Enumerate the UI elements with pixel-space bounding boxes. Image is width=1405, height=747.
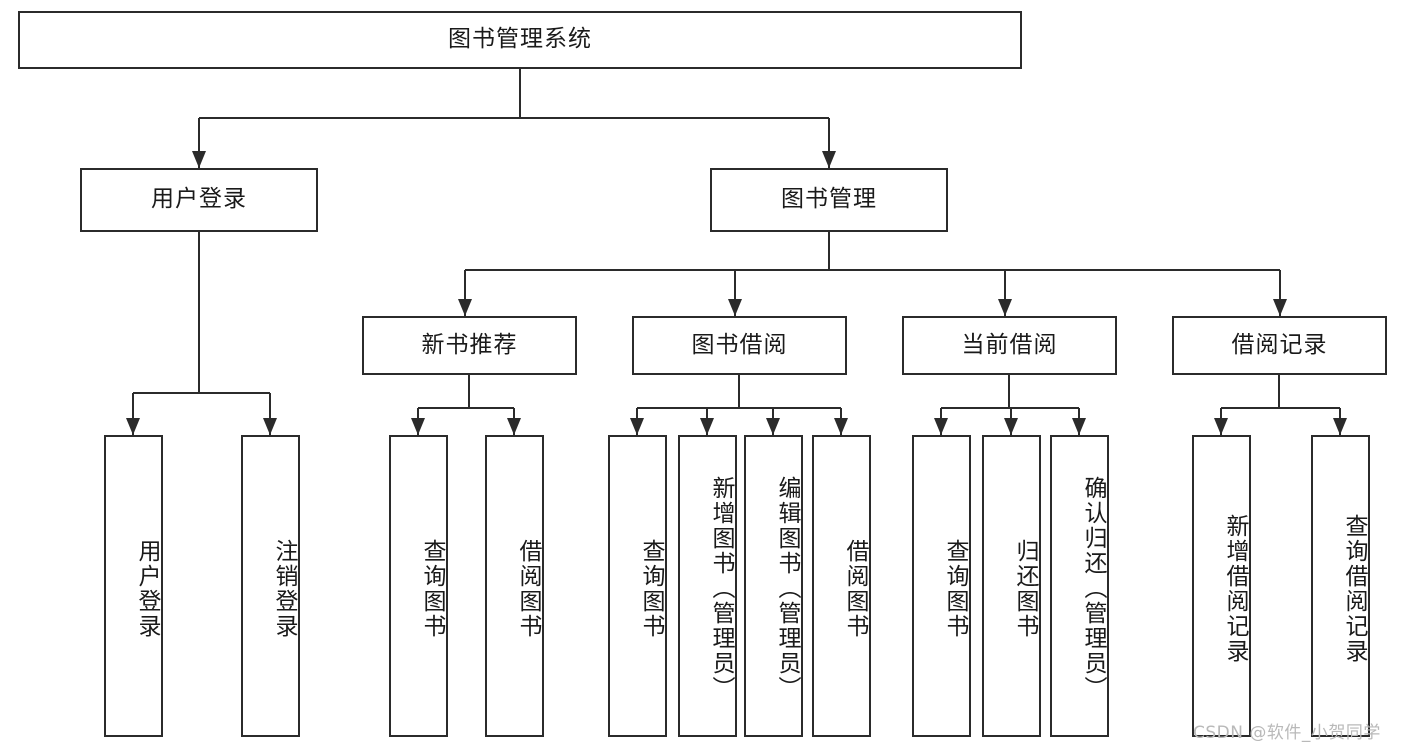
node-leaf-user-login-label: 用户登录 bbox=[134, 539, 160, 639]
node-leaf-query-book-current-label: 查询图书 bbox=[942, 539, 968, 639]
node-leaf-query-borrow-record-label: 查询借阅记录 bbox=[1341, 514, 1367, 664]
node-new-book-recommendation[interactable]: 新书推荐 bbox=[362, 316, 577, 375]
node-leaf-query-book-newbook-label: 查询图书 bbox=[419, 539, 445, 639]
node-borrow-record[interactable]: 借阅记录 bbox=[1172, 316, 1387, 375]
node-current-borrow[interactable]: 当前借阅 bbox=[902, 316, 1117, 375]
node-leaf-borrow-book-newbook[interactable]: 借阅图书 bbox=[485, 435, 544, 737]
node-leaf-query-book-borrow-label: 查询图书 bbox=[638, 539, 664, 639]
node-leaf-return-book[interactable]: 归还图书 bbox=[982, 435, 1041, 737]
node-user-login-label: 用户登录 bbox=[151, 186, 247, 213]
node-leaf-query-book-current[interactable]: 查询图书 bbox=[912, 435, 971, 737]
node-leaf-user-logout-label: 注销登录 bbox=[271, 539, 297, 639]
node-leaf-user-login[interactable]: 用户登录 bbox=[104, 435, 163, 737]
node-root[interactable]: 图书管理系统 bbox=[18, 11, 1022, 69]
node-book-management-label: 图书管理 bbox=[781, 186, 877, 213]
node-leaf-edit-book-admin[interactable]: 编辑图书（管理员） bbox=[744, 435, 803, 737]
node-current-borrow-label: 当前借阅 bbox=[961, 331, 1058, 358]
node-leaf-add-borrow-record-label: 新增借阅记录 bbox=[1222, 514, 1248, 664]
node-book-management[interactable]: 图书管理 bbox=[710, 168, 948, 232]
node-leaf-confirm-return-admin[interactable]: 确认归还（管理员） bbox=[1050, 435, 1109, 737]
csdn-watermark: CSDN @软件_小贺同学 bbox=[1193, 723, 1381, 743]
node-borrow-record-label: 借阅记录 bbox=[1231, 331, 1328, 358]
node-leaf-borrow-book-borrow-label: 借阅图书 bbox=[842, 539, 868, 639]
node-user-login[interactable]: 用户登录 bbox=[80, 168, 318, 232]
node-leaf-user-logout[interactable]: 注销登录 bbox=[241, 435, 300, 737]
node-leaf-borrow-book-newbook-label: 借阅图书 bbox=[515, 539, 541, 639]
node-leaf-query-borrow-record[interactable]: 查询借阅记录 bbox=[1311, 435, 1370, 737]
node-root-label: 图书管理系统 bbox=[448, 26, 592, 53]
node-leaf-return-book-label: 归还图书 bbox=[1012, 539, 1038, 639]
node-leaf-add-book-admin-label: 新增图书（管理员） bbox=[708, 475, 734, 701]
node-leaf-confirm-return-admin-label: 确认归还（管理员） bbox=[1080, 475, 1106, 701]
node-leaf-query-book-newbook[interactable]: 查询图书 bbox=[389, 435, 448, 737]
node-book-borrow-label: 图书借阅 bbox=[691, 331, 788, 358]
node-leaf-edit-book-admin-label: 编辑图书（管理员） bbox=[774, 475, 800, 701]
node-new-book-recommendation-label: 新书推荐 bbox=[421, 331, 518, 358]
node-book-borrow[interactable]: 图书借阅 bbox=[632, 316, 847, 375]
node-leaf-add-book-admin[interactable]: 新增图书（管理员） bbox=[678, 435, 737, 737]
node-leaf-borrow-book-borrow[interactable]: 借阅图书 bbox=[812, 435, 871, 737]
node-leaf-add-borrow-record[interactable]: 新增借阅记录 bbox=[1192, 435, 1251, 737]
node-leaf-query-book-borrow[interactable]: 查询图书 bbox=[608, 435, 667, 737]
